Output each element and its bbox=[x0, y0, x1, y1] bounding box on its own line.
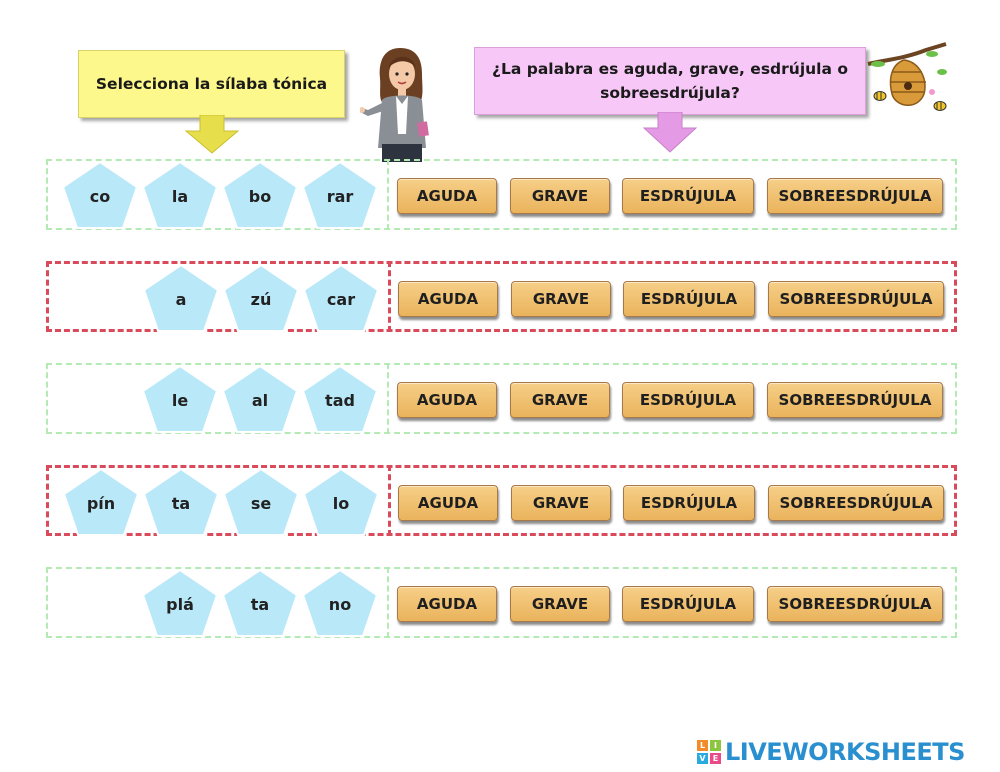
pentagon-shape bbox=[301, 160, 379, 229]
option-sobreesdrujula-button[interactable]: SOBREESDRÚJULA bbox=[768, 281, 944, 317]
syllable-pentagon[interactable]: co bbox=[60, 159, 140, 231]
option-aguda-button[interactable]: AGUDA bbox=[397, 382, 497, 418]
syllable-label: car bbox=[326, 289, 356, 309]
pentagon-shape bbox=[221, 364, 299, 433]
pentagon-shape bbox=[141, 160, 219, 229]
syllable-label: pín bbox=[86, 493, 116, 513]
syllable-label: plá bbox=[166, 594, 194, 614]
syllable-pentagon[interactable]: lo bbox=[301, 466, 381, 538]
exercise-row: pín ta se lo AGUDA GRAVE ESDRÚJULA SOBREESDRÚJU… bbox=[46, 465, 957, 536]
pentagon-shape bbox=[301, 568, 379, 637]
syllable-pentagon[interactable]: se bbox=[221, 466, 301, 538]
teacher-illustration bbox=[360, 48, 429, 162]
syllable-label: a bbox=[175, 289, 187, 309]
row-divider bbox=[388, 261, 391, 332]
option-esdrujula-button[interactable]: ESDRÚJULA bbox=[623, 281, 755, 317]
pentagon-shape bbox=[302, 467, 380, 536]
syllable-label: tad bbox=[325, 390, 355, 410]
instruction-word-type: ¿La palabra es aguda, grave, esdrújula o… bbox=[474, 47, 866, 115]
option-aguda-button[interactable]: AGUDA bbox=[397, 178, 497, 214]
pentagon-shape bbox=[141, 568, 219, 637]
syllable-label: le bbox=[171, 390, 189, 410]
option-aguda-button[interactable]: AGUDA bbox=[398, 281, 498, 317]
row-divider bbox=[387, 567, 389, 638]
syllable-pentagon[interactable]: tad bbox=[300, 363, 380, 435]
syllable-pentagon[interactable]: zú bbox=[221, 262, 301, 334]
option-aguda-button[interactable]: AGUDA bbox=[398, 485, 498, 521]
option-grave-button[interactable]: GRAVE bbox=[510, 586, 610, 622]
pentagon-shape bbox=[301, 364, 379, 433]
syllable-pentagon[interactable]: bo bbox=[220, 159, 300, 231]
logo-text: LIVEWORKSHEETS bbox=[725, 738, 965, 766]
pentagon-shape bbox=[302, 263, 380, 332]
pentagon-shape bbox=[222, 467, 300, 536]
syllable-label: al bbox=[251, 390, 269, 410]
syllable-pentagon[interactable]: ta bbox=[141, 466, 221, 538]
option-esdrujula-button[interactable]: ESDRÚJULA bbox=[623, 485, 755, 521]
syllable-label: se bbox=[250, 493, 272, 513]
option-grave-button[interactable]: GRAVE bbox=[510, 178, 610, 214]
row-divider bbox=[387, 159, 389, 230]
pentagon-shape bbox=[222, 263, 300, 332]
option-grave-button[interactable]: GRAVE bbox=[511, 281, 611, 317]
pentagon-shape bbox=[141, 364, 219, 433]
option-aguda-button[interactable]: AGUDA bbox=[397, 586, 497, 622]
down-arrow-icon bbox=[184, 115, 240, 154]
syllable-label: co bbox=[89, 186, 111, 206]
instruction-select-syllable: Selecciona la sílaba tónica bbox=[78, 50, 345, 118]
exercise-row: a zú car AGUDA GRAVE ESDRÚJULA SOBREESDRÚJULA bbox=[46, 261, 957, 332]
exercise-row: le al tad AGUDA GRAVE ESDRÚJULA SOBREESDRÚJULA bbox=[46, 363, 957, 434]
pentagon-shape bbox=[61, 160, 139, 229]
syllable-pentagon[interactable]: al bbox=[220, 363, 300, 435]
syllable-pentagon[interactable]: pín bbox=[61, 466, 141, 538]
option-sobreesdrujula-button[interactable]: SOBREESDRÚJULA bbox=[767, 586, 943, 622]
logo-mark-icon: L I V E bbox=[697, 740, 721, 764]
option-sobreesdrujula-button[interactable]: SOBREESDRÚJULA bbox=[768, 485, 944, 521]
option-grave-button[interactable]: GRAVE bbox=[510, 382, 610, 418]
option-sobreesdrujula-button[interactable]: SOBREESDRÚJULA bbox=[767, 382, 943, 418]
syllable-label: la bbox=[171, 186, 189, 206]
down-arrow-icon bbox=[642, 112, 698, 153]
row-divider bbox=[387, 363, 389, 434]
option-grave-button[interactable]: GRAVE bbox=[511, 485, 611, 521]
pentagon-shape bbox=[221, 160, 299, 229]
syllable-pentagon[interactable]: plá bbox=[140, 567, 220, 639]
option-esdrujula-button[interactable]: ESDRÚJULA bbox=[622, 382, 754, 418]
instruction-left-text: Selecciona la sílaba tónica bbox=[95, 74, 328, 93]
syllable-pentagon[interactable]: rar bbox=[300, 159, 380, 231]
syllable-label: no bbox=[328, 594, 352, 614]
option-esdrujula-button[interactable]: ESDRÚJULA bbox=[622, 178, 754, 214]
pentagon-shape bbox=[142, 467, 220, 536]
row-divider bbox=[388, 465, 391, 536]
syllable-pentagon[interactable]: la bbox=[140, 159, 220, 231]
syllable-pentagon[interactable]: car bbox=[301, 262, 381, 334]
syllable-label: ta bbox=[250, 594, 270, 614]
syllable-pentagon[interactable]: no bbox=[300, 567, 380, 639]
pentagon-shape bbox=[221, 568, 299, 637]
exercise-row: plá ta no AGUDA GRAVE ESDRÚJULA SOBREESDRÚJULA bbox=[46, 567, 957, 638]
beehive-illustration bbox=[867, 42, 947, 111]
syllable-pentagon[interactable]: a bbox=[141, 262, 221, 334]
syllable-pentagon[interactable]: ta bbox=[220, 567, 300, 639]
syllable-pentagon[interactable]: le bbox=[140, 363, 220, 435]
option-sobreesdrujula-button[interactable]: SOBREESDRÚJULA bbox=[767, 178, 943, 214]
syllable-label: ta bbox=[171, 493, 191, 513]
liveworksheets-logo: L I V E LIVEWORKSHEETS bbox=[697, 738, 965, 766]
syllable-label: zú bbox=[250, 289, 272, 309]
syllable-label: bo bbox=[248, 186, 272, 206]
pentagon-shape bbox=[142, 263, 220, 332]
option-esdrujula-button[interactable]: ESDRÚJULA bbox=[622, 586, 754, 622]
syllable-label: rar bbox=[326, 186, 354, 206]
exercise-row: co la bo rar AGUDA GRAVE ESDRÚJULA SOBREESDRÚJU… bbox=[46, 159, 957, 230]
pentagon-shape bbox=[62, 467, 140, 536]
syllable-label: lo bbox=[332, 493, 350, 513]
instruction-right-text: ¿La palabra es aguda, grave, esdrújula o… bbox=[492, 59, 848, 102]
